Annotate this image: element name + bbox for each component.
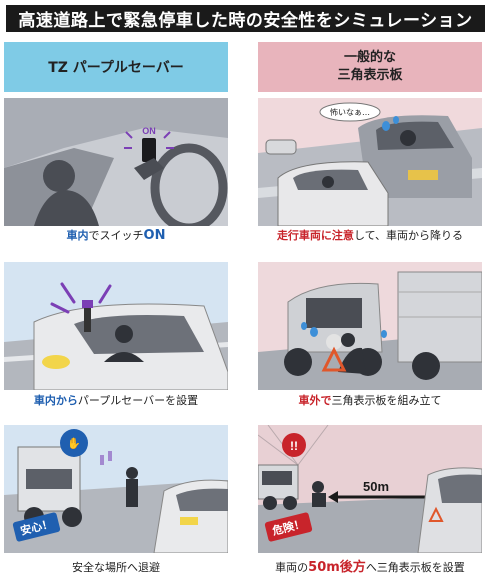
- distance-label: 50m: [363, 479, 389, 494]
- caption-switch-on: 車内でスイッチON: [0, 229, 232, 243]
- illustration-exit-car: 怖いなぁ…: [258, 98, 482, 226]
- page-title: 高速道路上で緊急停車した時の安全性をシミュレーション: [6, 5, 485, 32]
- caption-assemble-outside-b: 三角表示板を組み立て: [331, 394, 442, 407]
- caption-install-inside-a: 車内から: [33, 394, 78, 407]
- column-header-tz: TZ パープルセーバー: [4, 42, 228, 92]
- caption-exit-car-b: して、車両から降りる: [353, 229, 464, 242]
- caption-switch-on-b: でスイッチ: [88, 229, 144, 242]
- caption-switch-on-a: 車内: [66, 229, 89, 242]
- caption-install-inside-b: パープルセーバーを設置: [77, 394, 199, 407]
- caption-exit-car-a: 走行車両に注意: [276, 229, 354, 242]
- caption-assemble-outside: 車外で三角表示板を組み立て: [254, 394, 486, 408]
- column-header-triangle: 一般的な 三角表示板: [258, 42, 482, 92]
- illustration-assemble-outside: [258, 262, 482, 390]
- panel-assemble-outside: [258, 262, 482, 390]
- caption-place-50m-b: 50m後方: [308, 560, 366, 575]
- caption-place-50m: 車両の50m後方へ三角表示板を設置: [254, 561, 486, 575]
- caption-exit-car: 走行車両に注意して、車両から降りる: [254, 229, 486, 243]
- caption-assemble-outside-a: 車外で: [298, 394, 332, 407]
- column-header-tz-label: TZ パープルセーバー: [48, 60, 184, 76]
- illustration-install-inside: [4, 262, 228, 390]
- caption-install-inside: 車内からパープルセーバーを設置: [0, 394, 232, 408]
- panel-evacuate-safe: ✋ 安心！: [4, 425, 228, 553]
- illustration-evacuate-safe: ✋: [4, 425, 228, 553]
- panel-exit-car: 怖いなぁ…: [258, 98, 482, 226]
- svg-text:✋: ✋: [67, 437, 81, 450]
- panel-install-inside: [4, 262, 228, 390]
- panel-place-50m: 50m !! 危険！: [258, 425, 482, 553]
- column-header-triangle-line1: 一般的な: [343, 50, 396, 65]
- illustration-place-50m: 50m !!: [258, 425, 482, 553]
- worry-bubble: 怖いなぁ…: [330, 107, 370, 117]
- caption-place-50m-a: 車両の: [275, 561, 309, 574]
- caption-evacuate-safe: 安全な場所へ退避: [0, 561, 232, 575]
- on-indicator: ON: [142, 126, 156, 136]
- caption-evacuate-safe-text: 安全な場所へ退避: [72, 561, 160, 574]
- alert-icon: !!: [290, 439, 298, 453]
- illustration-driver-switch: ON: [4, 98, 228, 226]
- caption-switch-on-c: ON: [143, 228, 166, 243]
- caption-place-50m-c: へ三角表示板を設置: [365, 561, 465, 574]
- column-header-triangle-line2: 三角表示板: [337, 68, 403, 83]
- panel-switch-on: ON: [4, 98, 228, 226]
